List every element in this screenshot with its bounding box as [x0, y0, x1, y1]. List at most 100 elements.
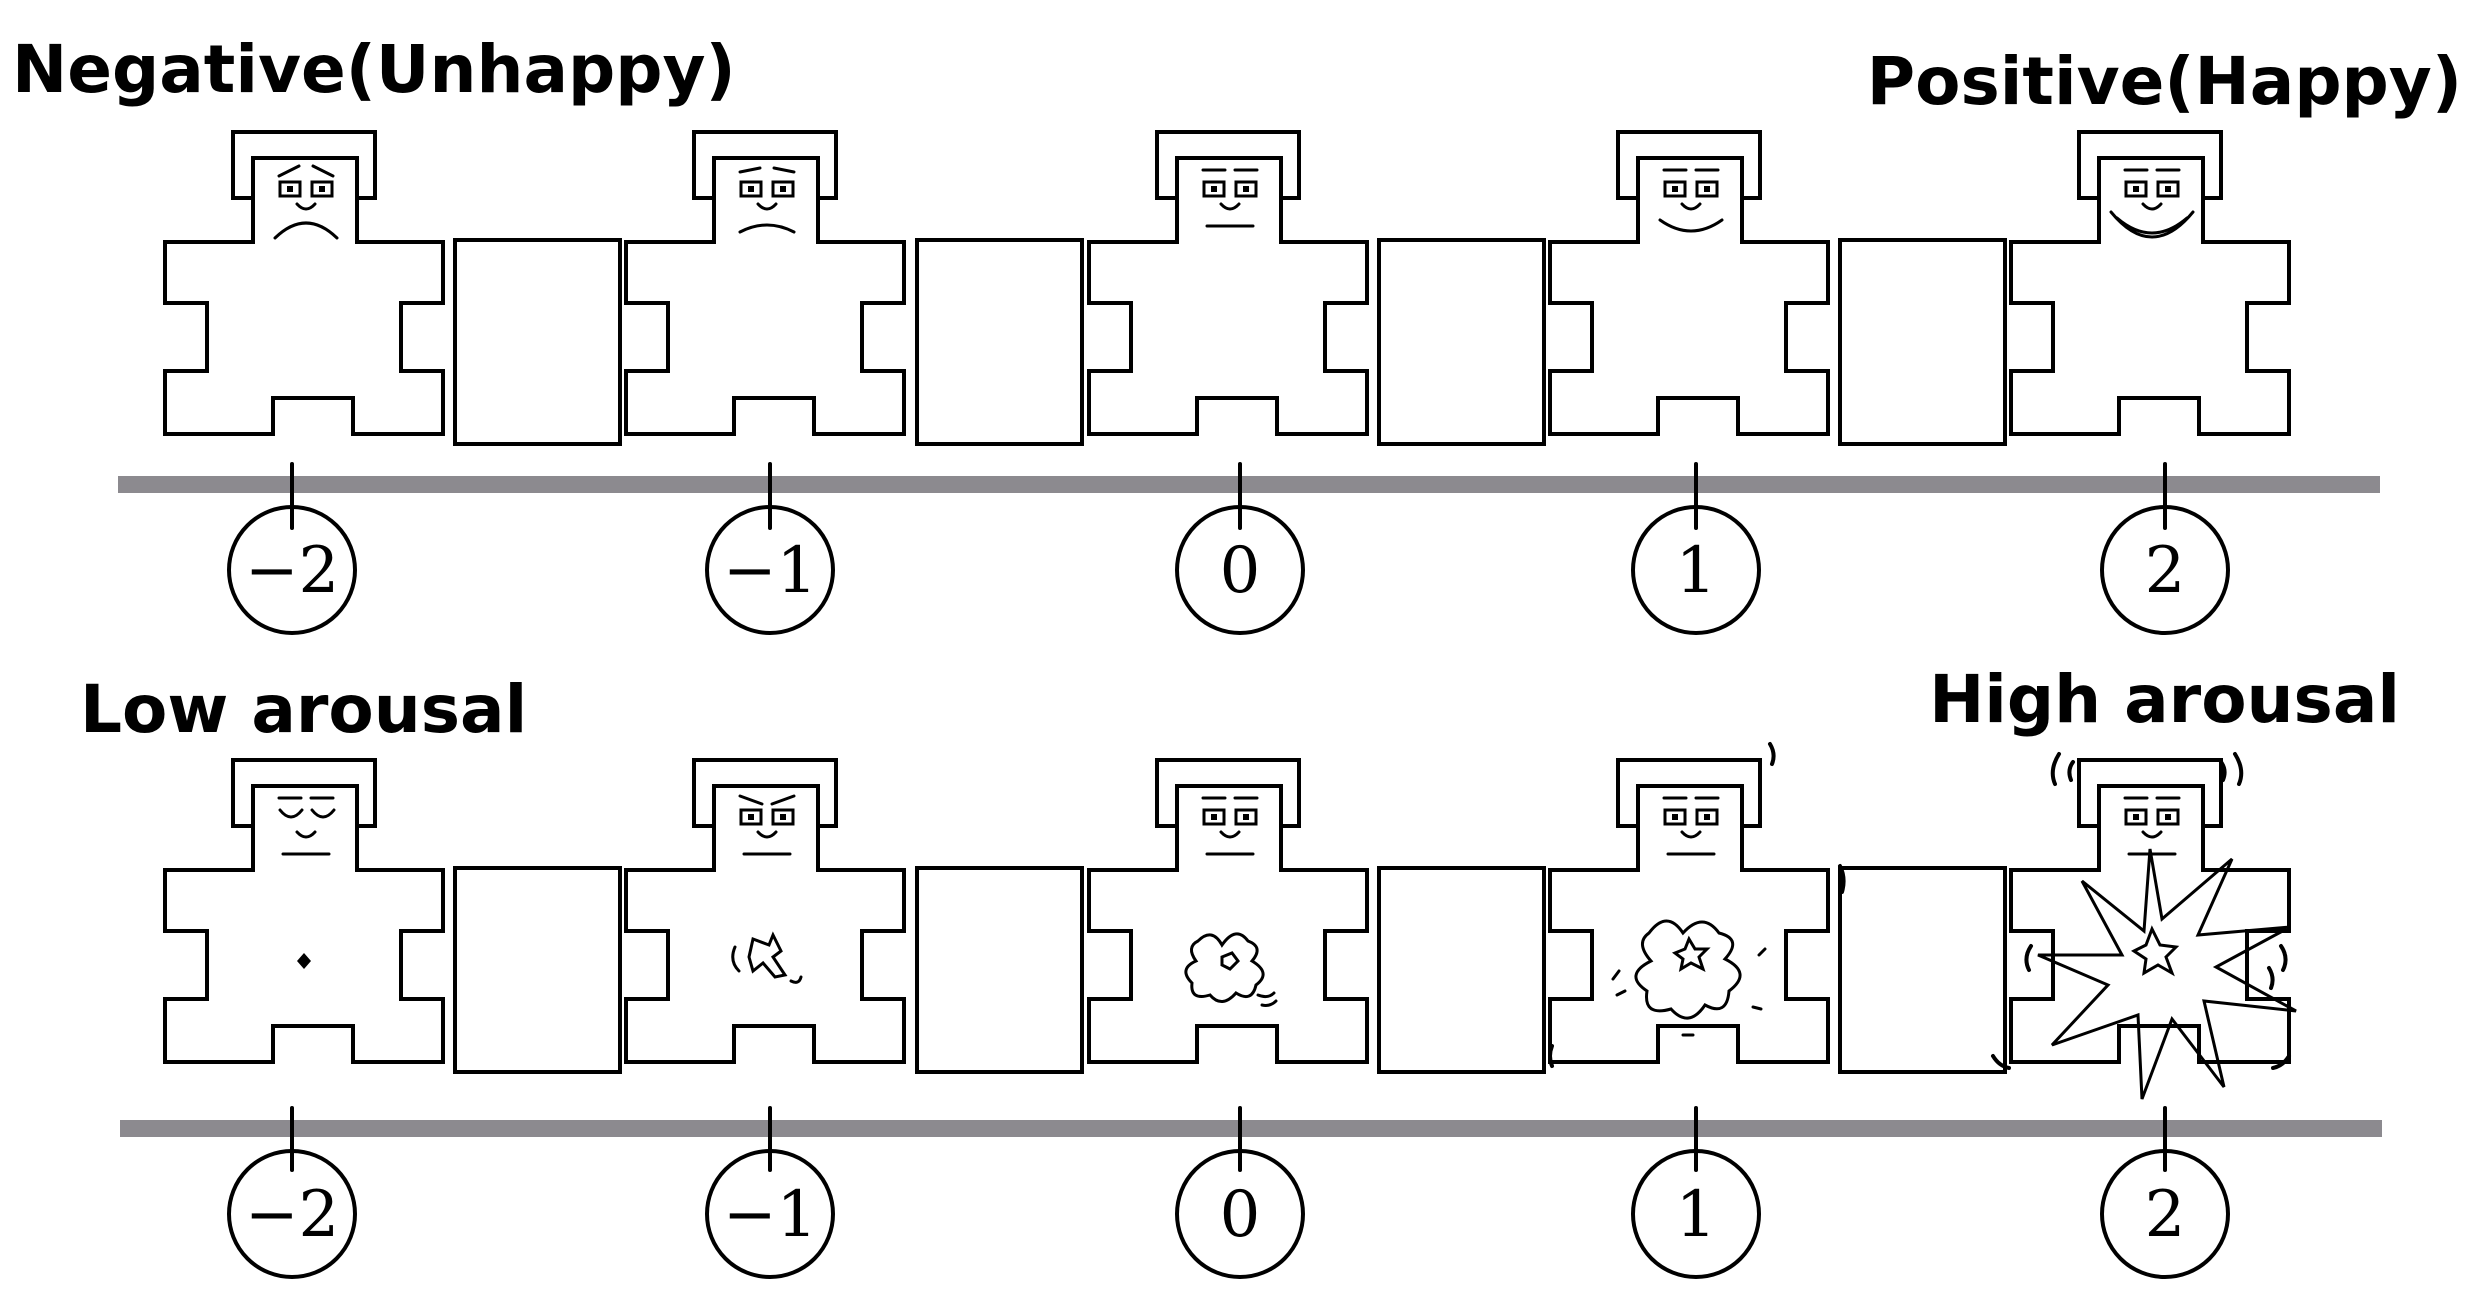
arousal-point-4[interactable]: 2 — [2100, 1106, 2230, 1279]
scale-point-circle — [1175, 1149, 1305, 1279]
arousal-axis-bar — [120, 1120, 2382, 1137]
arousal-point-1[interactable]: −1 — [705, 1106, 835, 1279]
manikin-body-icon — [2009, 130, 2291, 436]
scale-point-circle — [2100, 505, 2230, 635]
eye-icon — [310, 180, 334, 198]
arousal-figure-1 — [624, 758, 906, 1064]
arousal-figure-0 — [163, 758, 445, 1064]
valence-point-1[interactable]: −1 — [705, 462, 835, 635]
pupil-icon — [1243, 186, 1249, 192]
manikin-body-icon — [163, 758, 445, 1064]
arousal-point-3[interactable]: 1 — [1631, 1106, 1761, 1279]
manikin-head-icon — [1175, 784, 1283, 872]
manikin-head-icon — [712, 784, 820, 872]
manikin-head-icon — [1175, 156, 1283, 244]
eye-icon — [739, 180, 763, 198]
eye-icon — [2124, 180, 2148, 198]
arousal-star-icon — [2131, 925, 2180, 977]
arousal-dot-icon — [297, 953, 311, 969]
scale-point-circle — [705, 1149, 835, 1279]
pupil-icon — [1672, 814, 1678, 820]
eye-icon — [771, 808, 795, 826]
scale-point-circle — [1631, 1149, 1761, 1279]
arousal-explosion-icon — [2037, 848, 2297, 1100]
eye-icon — [1663, 180, 1687, 198]
eye-icon — [2124, 808, 2148, 826]
scale-point-value: −2 — [245, 1178, 339, 1252]
arousal-intermediate-box-3 — [1838, 866, 2007, 1074]
arousal-point-0[interactable]: −2 — [227, 1106, 357, 1279]
eye-icon — [1202, 808, 1226, 826]
valence-intermediate-box-1 — [915, 238, 1084, 446]
manikin-head-icon — [2097, 156, 2205, 244]
valence-figures — [163, 130, 2291, 446]
scale-point-circle — [1175, 505, 1305, 635]
scale-point-circle — [227, 1149, 357, 1279]
scale-point-value: 0 — [1220, 1178, 1261, 1252]
vibration-mark-icon — [1256, 991, 1278, 1007]
eye-icon — [1234, 180, 1258, 198]
scale-point-value: 0 — [1220, 534, 1261, 608]
arousal-figure-4 — [1991, 752, 2297, 1100]
nose-icon — [2141, 202, 2163, 211]
valence-figure-0 — [163, 130, 445, 436]
pupil-icon — [319, 186, 325, 192]
arousal-intermediate-box-1 — [915, 866, 1084, 1074]
nose-icon — [1680, 202, 1702, 211]
vibration-mark-icon — [731, 945, 803, 984]
pupil-icon — [1704, 186, 1710, 192]
arousal-blob-icon — [1184, 932, 1265, 1003]
manikin-body-icon — [1087, 758, 1369, 1064]
eyebrow-icon — [738, 794, 796, 806]
valence-point-2[interactable]: 0 — [1175, 462, 1305, 635]
scale-point-circle — [2100, 1149, 2230, 1279]
nose-icon — [295, 830, 317, 839]
eye-icon — [1663, 808, 1687, 826]
valence-point-0[interactable]: −2 — [227, 462, 357, 635]
nose-icon — [1219, 202, 1241, 211]
valence-point-3[interactable]: 1 — [1631, 462, 1761, 635]
scale-point-value: 1 — [1676, 1178, 1717, 1252]
valence-figure-3 — [1548, 130, 1830, 436]
manikin-body-icon — [624, 130, 906, 436]
pupil-icon — [2165, 186, 2171, 192]
manikin-head-icon — [2097, 784, 2205, 872]
valence-axis-bar — [118, 476, 2380, 493]
arousal-blob-icon — [1634, 919, 1742, 1020]
arousal-point-2[interactable]: 0 — [1175, 1106, 1305, 1279]
manikin-head-icon — [1636, 784, 1744, 872]
nose-icon — [2141, 830, 2163, 839]
manikin-body-icon — [1548, 130, 1830, 436]
eyebrow-icon — [738, 166, 796, 174]
arousal-figure-2 — [1087, 758, 1369, 1064]
scale-point-value: 2 — [2145, 534, 2186, 608]
pupil-icon — [1243, 814, 1249, 820]
vibration-mark-icon — [1611, 947, 1767, 1037]
scale-point-value: 2 — [2145, 1178, 2186, 1252]
nose-icon — [295, 202, 317, 211]
manikin-head-icon — [712, 156, 820, 244]
arousal-blob-icon — [747, 931, 788, 979]
arousal-left-label: Low arousal — [80, 671, 527, 748]
mouth-icon — [1658, 218, 1724, 233]
shake-mark-icon — [1548, 742, 1846, 1068]
arousal-star-icon — [1671, 935, 1711, 973]
closed-eye-icon — [278, 808, 304, 819]
arousal-scale-points: −2 −1 0 1 2 — [227, 1106, 2230, 1279]
pupil-icon — [2133, 814, 2139, 820]
nose-icon — [756, 202, 778, 211]
pupil-icon — [1672, 186, 1678, 192]
manikin-body-icon — [163, 130, 445, 436]
valence-point-4[interactable]: 2 — [2100, 462, 2230, 635]
pupil-icon — [1704, 814, 1710, 820]
eye-icon — [771, 180, 795, 198]
nose-icon — [1219, 830, 1241, 839]
arousal-figure-3 — [1548, 742, 1846, 1068]
pupil-icon — [1211, 186, 1217, 192]
mouth-icon — [738, 223, 796, 234]
scale-point-circle — [1631, 505, 1761, 635]
manikin-head-icon — [251, 156, 359, 244]
manikin-head-icon — [1636, 156, 1744, 244]
pupil-icon — [748, 186, 754, 192]
